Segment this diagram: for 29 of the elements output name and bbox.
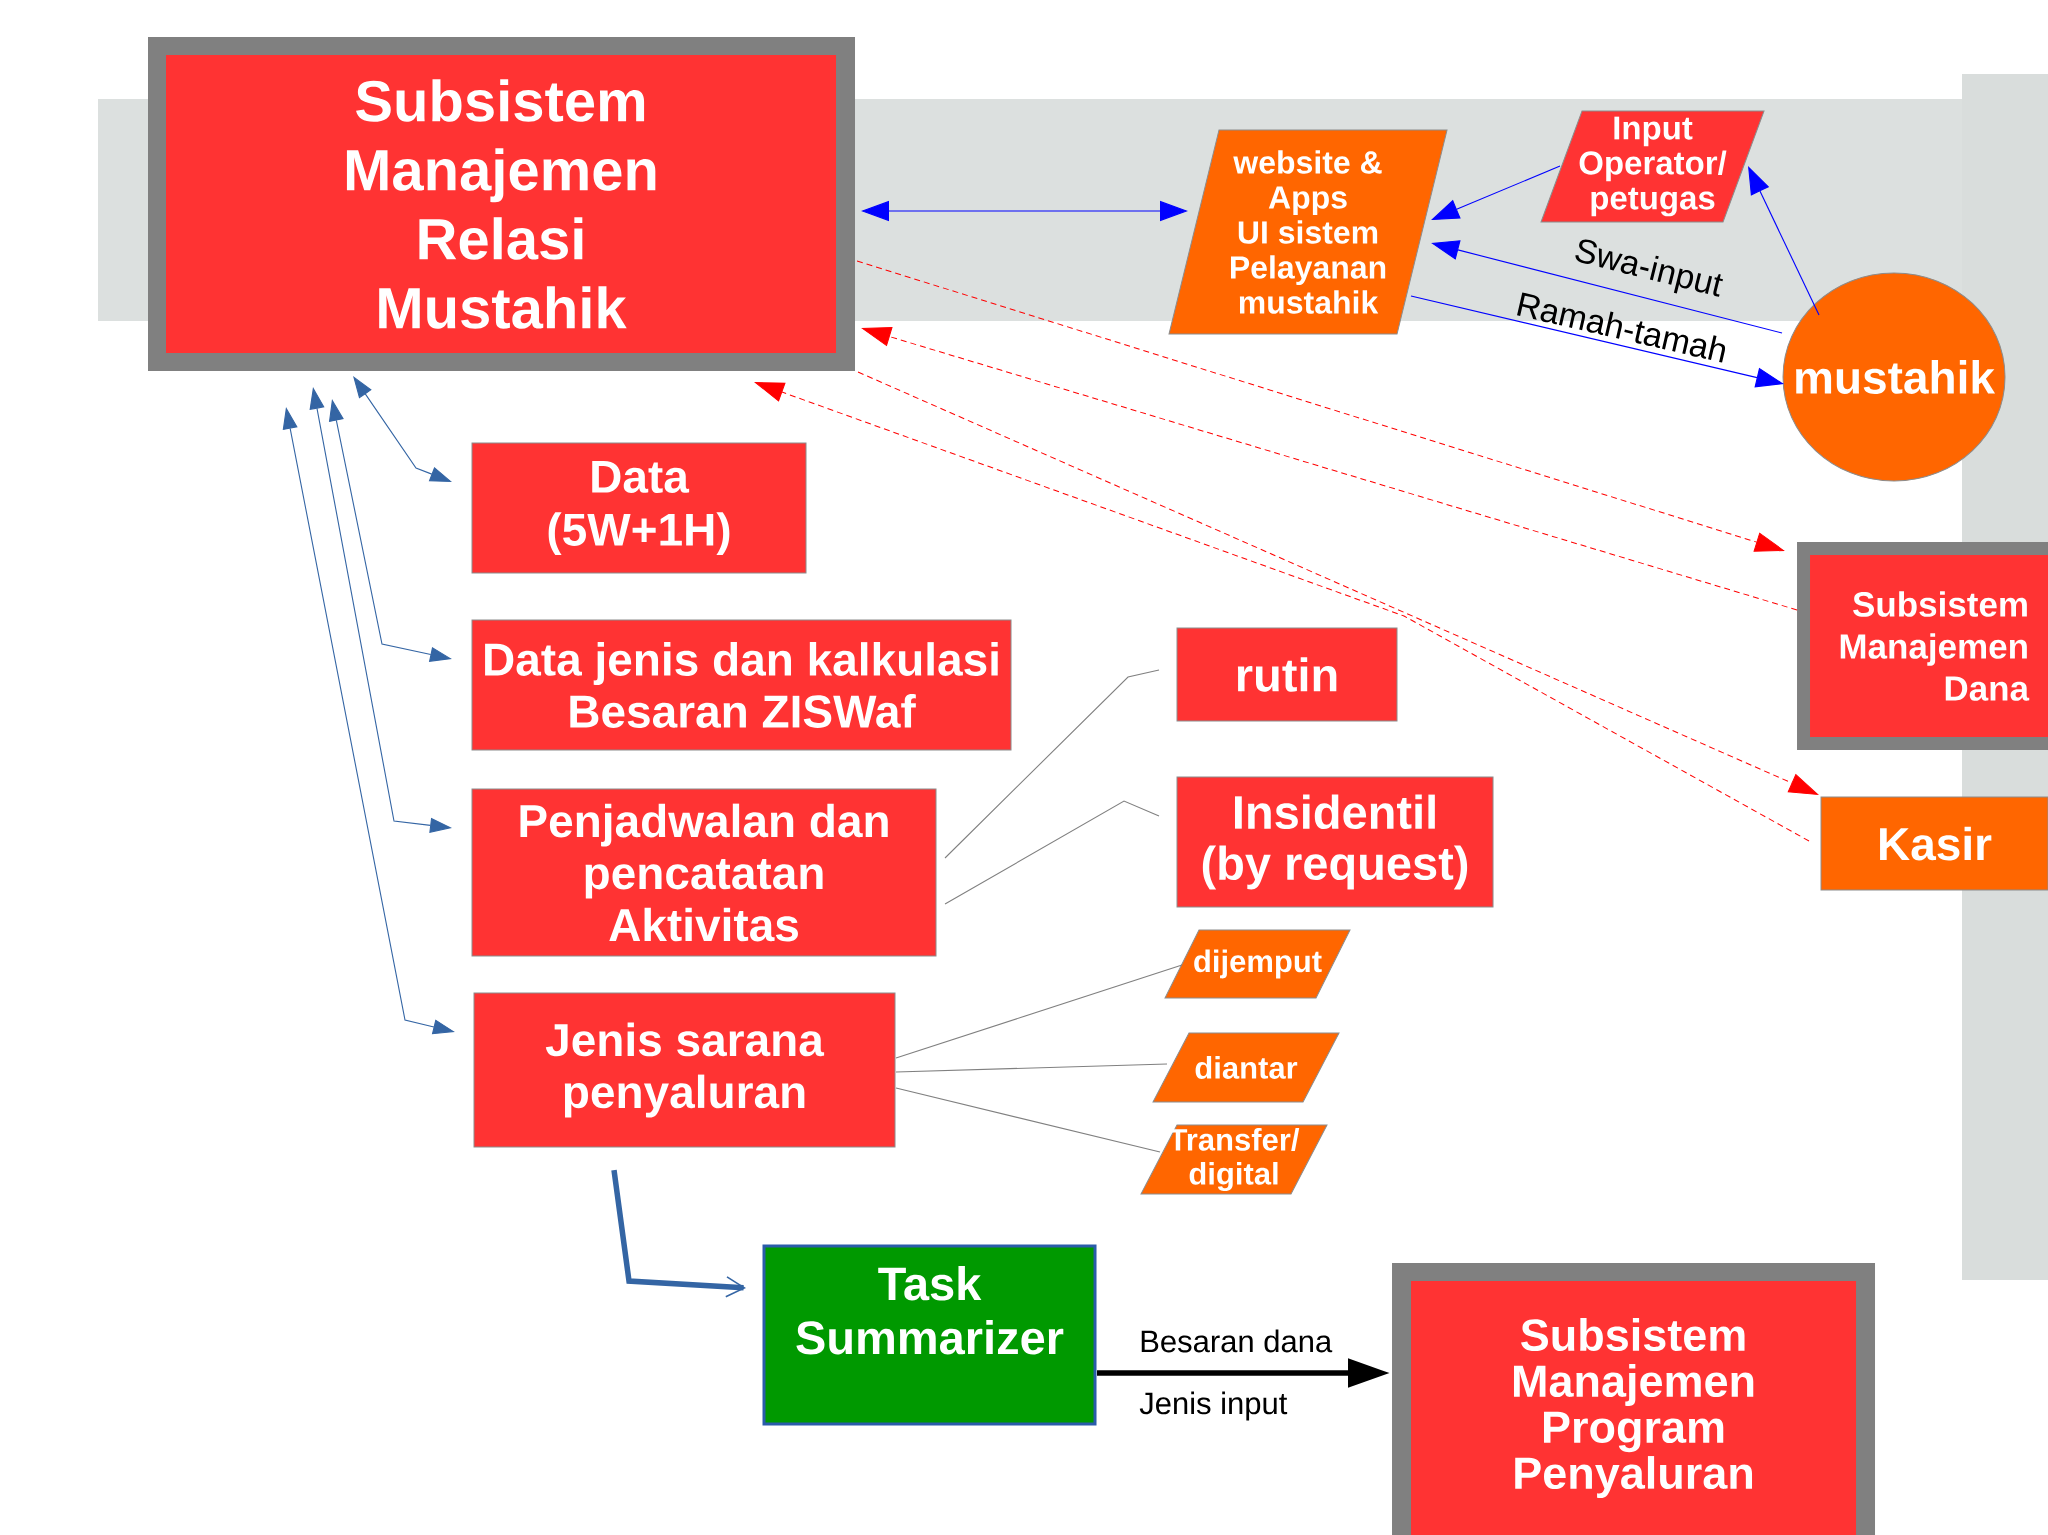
parallelogram: Input Operator/ petugas — [1540, 110, 1765, 223]
process-box: Jenis sarana penyaluran — [473, 992, 896, 1148]
process-box: Data (5W+1H) — [471, 442, 807, 574]
process-box: Kasir — [1820, 796, 2048, 891]
parallelogram: Transfer/ digital — [1140, 1124, 1328, 1195]
dashed-arrow — [857, 371, 1819, 795]
connector-line — [895, 964, 1183, 1059]
connector-line — [944, 669, 1160, 859]
connector-line — [944, 800, 1160, 905]
framed-box: Subsistem Manajemen Dana — [1797, 542, 2048, 750]
parallelogram: diantar — [1152, 1032, 1340, 1103]
framed-box: Subsistem Manajemen Program Penyaluran — [1392, 1263, 1875, 1535]
edge-label: Besaran dana — [1141, 1329, 1333, 1353]
process-box: Data jenis dan kalkulasi Besaran ZISWaf — [471, 619, 1012, 751]
parallelogram: website & Apps UI sistem Pelayanan mustahik — [1168, 129, 1448, 335]
dashed-arrow — [856, 260, 1784, 552]
arrow — [611, 1169, 746, 1298]
label-text: Jenis input — [1139, 1391, 1288, 1421]
process-box: rutin — [1176, 627, 1398, 722]
arrow — [1748, 166, 1820, 316]
connector-line — [895, 1087, 1161, 1153]
process-box: Task Summarizer — [762, 1244, 1097, 1426]
dashed-arrow — [755, 382, 1810, 842]
dashed-arrow — [862, 327, 1798, 611]
parallelogram: dijemput — [1164, 929, 1351, 999]
process-box: Penjadwalan dan pencatatan Aktivitas — [471, 788, 937, 957]
connector-line — [895, 1063, 1168, 1073]
framed-box: Subsistem Manajemen Relasi Mustahik — [148, 37, 855, 371]
process-box: Insidentil (by request) — [1176, 776, 1494, 908]
